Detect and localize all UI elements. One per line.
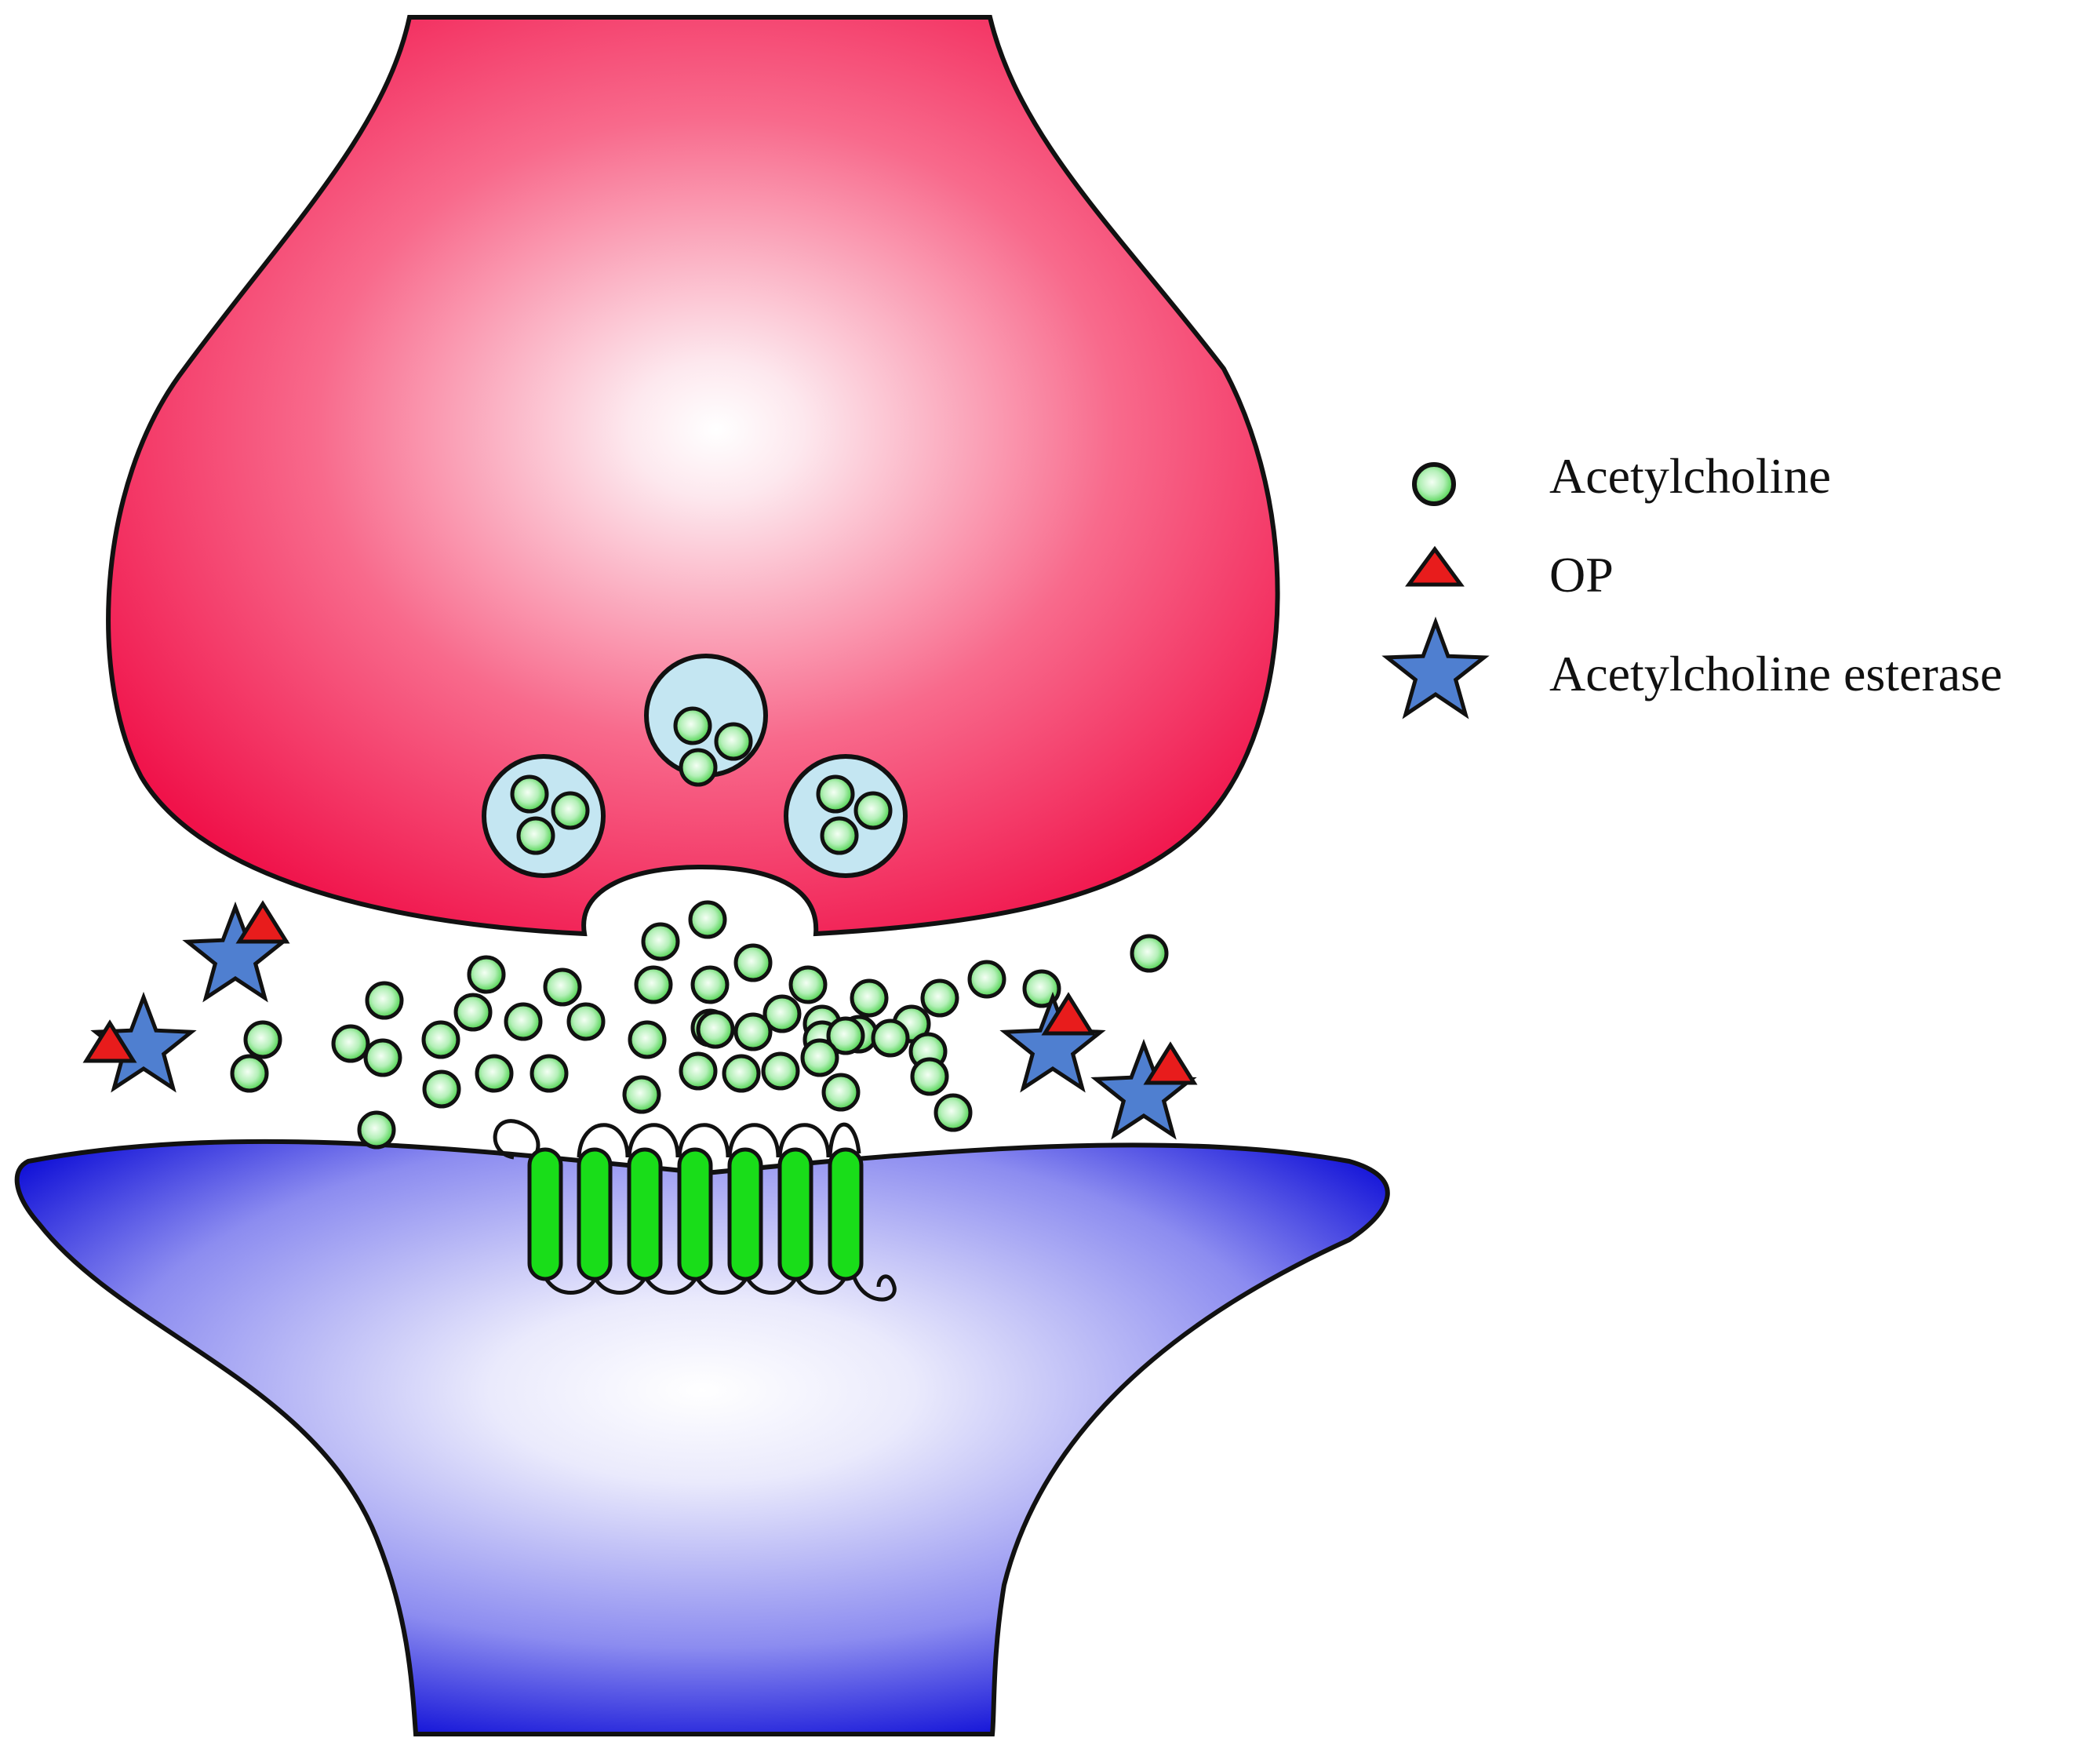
acetylcholine-cloud <box>232 902 1166 1147</box>
acetylcholine-molecule <box>624 1077 659 1112</box>
acetylcholine-molecule <box>923 981 957 1015</box>
acetylcholine-molecule <box>763 1054 798 1088</box>
acetylcholine-molecule <box>791 967 825 1002</box>
legend-label-esterase: Acetylcholine esterase <box>1549 646 2003 701</box>
presynaptic-terminal <box>106 15 1280 937</box>
esterase-star-icon <box>999 991 1106 1093</box>
acetylcholine-molecule <box>1132 936 1166 971</box>
acetylcholine-molecule <box>636 967 671 1002</box>
esterase-op-complex <box>182 900 290 1003</box>
op-triangle-icon <box>235 900 290 944</box>
acetylcholine-molecule <box>333 1026 368 1061</box>
receptor <box>493 1119 897 1302</box>
acetylcholine-molecule <box>873 1021 908 1055</box>
acetylcholine-molecule <box>366 1040 400 1075</box>
acetylcholine-molecule <box>724 1056 759 1091</box>
esterase-star-icon <box>1381 616 1490 720</box>
legend: Acetylcholine OP Acetylcholine esterase <box>1381 448 2003 720</box>
acetylcholine-molecule <box>469 957 504 992</box>
esterase-op-complex <box>82 991 197 1093</box>
acetylcholine-molecule <box>912 1059 947 1094</box>
synaptic-vesicle <box>784 754 908 878</box>
acetylcholine-molecule <box>852 981 886 1015</box>
acetylcholine-icon <box>1412 462 1456 506</box>
acetylcholine-molecule <box>456 995 490 1029</box>
acetylcholine-molecule <box>532 1056 566 1091</box>
op-triangle-icon <box>1405 545 1465 587</box>
acetylcholine-molecule <box>424 1072 459 1106</box>
synaptic-vesicle <box>482 754 606 878</box>
acetylcholine-molecule <box>506 1004 540 1039</box>
acetylcholine-molecule <box>477 1056 511 1091</box>
acetylcholine-molecule <box>246 1022 280 1057</box>
acetylcholine-molecule <box>803 1040 837 1075</box>
op-triangle-icon <box>82 1019 137 1063</box>
acetylcholine-molecule <box>970 962 1004 997</box>
acetylcholine-molecule <box>690 902 725 937</box>
acetylcholine-molecule <box>936 1095 970 1130</box>
acetylcholine-molecule <box>681 1054 715 1088</box>
acetylcholine-molecule <box>693 967 727 1002</box>
acetylcholine-molecule <box>630 1022 664 1057</box>
legend-label-acetylcholine: Acetylcholine <box>1549 448 1831 504</box>
acetylcholine-molecule <box>359 1113 394 1147</box>
esterase-op-complex <box>999 991 1106 1093</box>
acetylcholine-molecule <box>736 946 770 980</box>
esterase-op-complex <box>1090 1038 1198 1140</box>
op-triangle-icon <box>1143 1041 1198 1085</box>
acetylcholine-molecule <box>569 1004 603 1039</box>
acetylcholine-molecule <box>424 1022 458 1057</box>
synaptic-vesicle <box>644 654 768 785</box>
acetylcholine-molecule <box>367 983 402 1018</box>
acetylcholine-molecule <box>643 924 678 959</box>
acetylcholine-molecule <box>545 970 580 1004</box>
acetylcholine-molecule <box>232 1056 267 1091</box>
op-triangle-icon <box>1041 992 1096 1036</box>
acetylcholine-molecule <box>698 1012 733 1047</box>
acetylcholine-molecule <box>824 1075 858 1109</box>
acetylcholine-molecule <box>736 1015 770 1049</box>
legend-label-op: OP <box>1549 547 1614 603</box>
